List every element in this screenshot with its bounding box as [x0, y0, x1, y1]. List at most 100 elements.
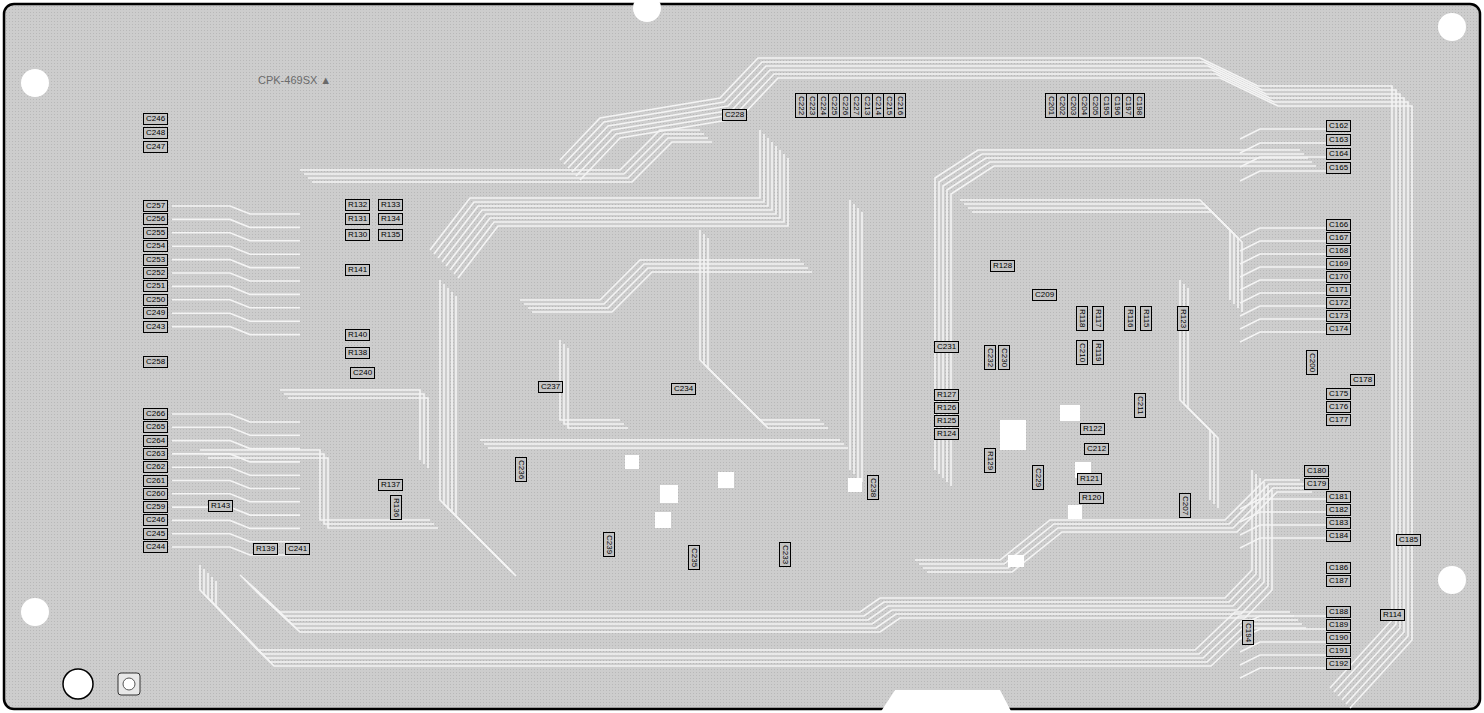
trace	[172, 233, 300, 241]
trace	[248, 478, 1260, 620]
reference-designator: C233	[779, 542, 791, 567]
trace	[172, 494, 300, 502]
reference-designator: R121	[1077, 473, 1102, 485]
trace	[444, 284, 504, 564]
trace	[1240, 280, 1326, 290]
trace	[1240, 306, 1326, 316]
reference-designator: R119	[1092, 340, 1104, 365]
trace	[172, 467, 300, 475]
trace	[1188, 288, 1218, 508]
trace	[919, 484, 1304, 564]
trace	[861, 212, 863, 482]
reference-designator: C183	[1326, 517, 1351, 529]
reference-designator: C235	[688, 545, 700, 570]
trace	[200, 565, 1290, 650]
reference-designator: R122	[1080, 423, 1105, 435]
trace	[943, 158, 1308, 478]
reference-designator: R124	[934, 428, 959, 440]
reference-designator: C216	[894, 93, 906, 118]
trace	[172, 507, 300, 515]
trace	[560, 340, 620, 420]
reference-designator: C254	[143, 240, 168, 252]
trace	[1240, 512, 1326, 522]
trace	[564, 62, 1396, 692]
trace	[240, 470, 1252, 612]
reference-designator: C178	[1350, 374, 1375, 386]
reference-designator: C228	[722, 109, 747, 121]
reference-designator: C188	[1326, 606, 1351, 618]
trace	[1240, 332, 1326, 342]
reference-designator: C164	[1326, 148, 1351, 160]
reference-designator: C210	[1076, 340, 1088, 365]
reference-designator: C239	[603, 532, 615, 557]
reference-designator: C200	[1306, 350, 1318, 375]
trace	[172, 327, 300, 335]
trace	[947, 162, 1312, 482]
trace	[564, 344, 624, 424]
trace	[172, 427, 300, 435]
reference-designator: C169	[1326, 258, 1351, 270]
reference-designator: R129	[984, 448, 996, 473]
reference-designator: C207	[1179, 493, 1191, 518]
reference-designator: C231	[934, 341, 959, 353]
reference-designator: C184	[1326, 530, 1351, 542]
reference-designator: C246	[143, 514, 168, 526]
reference-designator: C261	[143, 475, 168, 487]
reference-designator: R116	[1124, 306, 1136, 331]
reference-designator: C257	[143, 200, 168, 212]
reference-designator: C211	[1134, 393, 1146, 418]
reference-designator: R131	[345, 213, 370, 225]
trace	[1240, 157, 1326, 167]
trace	[532, 272, 812, 312]
trace	[1240, 228, 1326, 238]
reference-designator: R141	[345, 264, 370, 276]
reference-designator: C212	[1084, 443, 1109, 455]
reference-designator: C182	[1326, 504, 1351, 516]
reference-designator: C162	[1326, 120, 1351, 132]
reference-designator: R138	[345, 347, 370, 359]
reference-designator: C172	[1326, 297, 1351, 309]
solder-pads	[625, 405, 1091, 567]
reference-designator: R133	[378, 199, 403, 211]
reference-designator: C198	[1133, 93, 1145, 118]
trace	[960, 200, 1230, 300]
trace	[1240, 171, 1326, 181]
trace	[560, 58, 1392, 688]
trace	[1240, 129, 1326, 139]
reference-designator: C241	[285, 543, 310, 555]
reference-designator: C175	[1326, 388, 1351, 400]
board-marking: CPK-469SX ▲	[258, 74, 331, 86]
trace	[704, 234, 824, 424]
trace	[576, 74, 1408, 704]
reference-designator: R127	[934, 389, 959, 401]
reference-designator: C194	[1242, 620, 1254, 645]
trace	[172, 260, 300, 268]
trace	[923, 488, 1308, 568]
reference-designator: C191	[1326, 645, 1351, 657]
trace	[580, 78, 1412, 708]
trace	[172, 273, 300, 281]
trace	[172, 547, 300, 555]
trace	[484, 443, 844, 445]
trace	[849, 200, 851, 470]
trace	[454, 154, 784, 274]
reference-designator: R125	[934, 415, 959, 427]
trace	[488, 447, 848, 449]
reference-designator: C250	[143, 294, 168, 306]
trace	[939, 154, 1304, 474]
reference-designator: C248	[143, 127, 168, 139]
reference-designator: C263	[143, 448, 168, 460]
trace	[308, 138, 708, 178]
reference-designator: C246	[143, 113, 168, 125]
board-outline	[4, 4, 1480, 709]
reference-designator: R140	[345, 329, 370, 341]
reference-designator: R132	[345, 199, 370, 211]
trace	[204, 454, 434, 524]
trace	[172, 520, 300, 528]
reference-designator: C192	[1326, 658, 1351, 670]
reference-designator: C165	[1326, 162, 1351, 174]
reference-designator: C251	[143, 280, 168, 292]
trace	[442, 142, 772, 262]
reference-designator: C167	[1326, 232, 1351, 244]
trace	[456, 296, 516, 576]
